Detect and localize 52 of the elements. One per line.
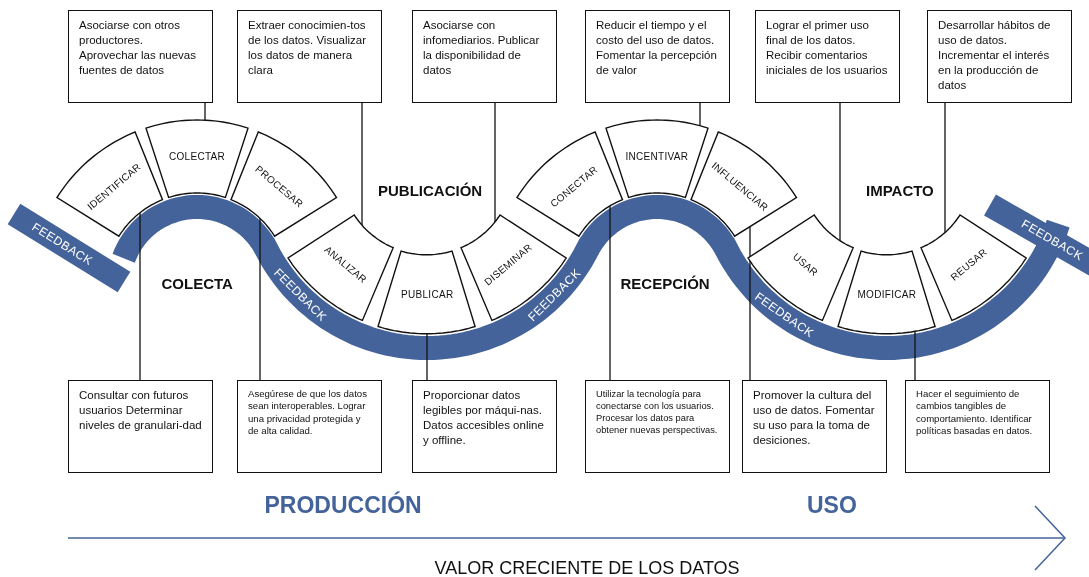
- callout-card: [742, 380, 887, 473]
- callout-text: Reducir el tiempo y el costo del uso de datos. Fomentar la percepción de valor: [596, 18, 718, 78]
- callout-text: Proporcionar datos legibles por máqui-nas. Datos accesibles online y offline.: [423, 388, 545, 448]
- leader-line: [426, 333, 428, 381]
- callout-card: [237, 380, 382, 473]
- leader-line: [699, 102, 701, 127]
- callout-card: [237, 10, 382, 103]
- axis-title: VALOR CRECIENTE DE LOS DATOS: [434, 557, 740, 577]
- callout-text: Asociarse con infomediarios. Publicar la disponibilidad de datos: [423, 18, 541, 78]
- stage-segment: [377, 250, 477, 335]
- stage-label: PUBLICAR: [401, 289, 454, 300]
- leader-line: [259, 217, 261, 381]
- stage-label: COLECTAR: [169, 151, 226, 162]
- leader-line: [139, 212, 141, 381]
- stage-heading: COLECTA: [161, 274, 233, 292]
- callout-card: [68, 10, 213, 103]
- stage-segment: [516, 131, 624, 238]
- stage-heading: RECEPCIÓN: [620, 274, 710, 292]
- callout-card: [412, 380, 557, 473]
- callout-text: Hacer el seguimiento de cambios tangibles de comportamiento. Identificar políticas basadas en datos.: [916, 388, 1034, 438]
- callout-text: Extraer conocimien-tos de los datos. Visualizar los datos de manera clara: [248, 18, 368, 78]
- section-heading: PRODUCCIÓN: [264, 491, 422, 519]
- stage-label: INCENTIVAR: [625, 151, 689, 162]
- stage-label: MODIFICAR: [857, 289, 917, 300]
- callout-text: Desarrollar hábitos de uso de datos. Incrementar el interés en la producción de datos: [938, 18, 1052, 93]
- stage-heading: PUBLICACIÓN: [378, 181, 483, 199]
- callout-card: [68, 380, 213, 473]
- callout-card: [585, 10, 730, 103]
- callout-card: [905, 380, 1050, 473]
- callout-text: Lograr el primer uso final de los datos. Recibir comentarios iniciales de los usuarios: [766, 18, 889, 78]
- leader-line: [914, 330, 916, 381]
- callout-text: Promover la cultura del uso de datos. Fomentar su uso para la toma de desiciones.: [753, 388, 876, 448]
- stage-heading: IMPACTO: [866, 181, 934, 199]
- callout-text: Utilizar la tecnología para conectarse con los usuarios. Procesar los datos para obtener nuevas perspectivas.: [596, 388, 719, 437]
- callout-card: [585, 380, 730, 473]
- leader-line: [944, 102, 946, 234]
- callout-card: [755, 10, 900, 103]
- callout-text: Consultar con futuros usuarios Determinar niveles de granulari-dad: [79, 388, 202, 433]
- leader-line: [749, 226, 751, 381]
- stage-segment: [230, 131, 338, 238]
- callout-text: Asegúrese de que los datos sean interoperables. Lograr una privacidad protegida y de alta calidad.: [248, 388, 368, 438]
- stage-segment: [837, 250, 937, 335]
- leader-line: [609, 205, 611, 381]
- stage-segment: [605, 119, 709, 199]
- stage-segment: [690, 131, 798, 238]
- callout-card: [412, 10, 557, 103]
- leader-line: [839, 102, 841, 242]
- callout-card: [927, 10, 1072, 103]
- section-heading: USO: [807, 491, 857, 519]
- callout-text: Asociarse con otros productores. Aprovechar las nuevas fuentes de datos: [79, 18, 197, 78]
- stage-segment: [145, 119, 249, 199]
- leader-line: [204, 102, 206, 121]
